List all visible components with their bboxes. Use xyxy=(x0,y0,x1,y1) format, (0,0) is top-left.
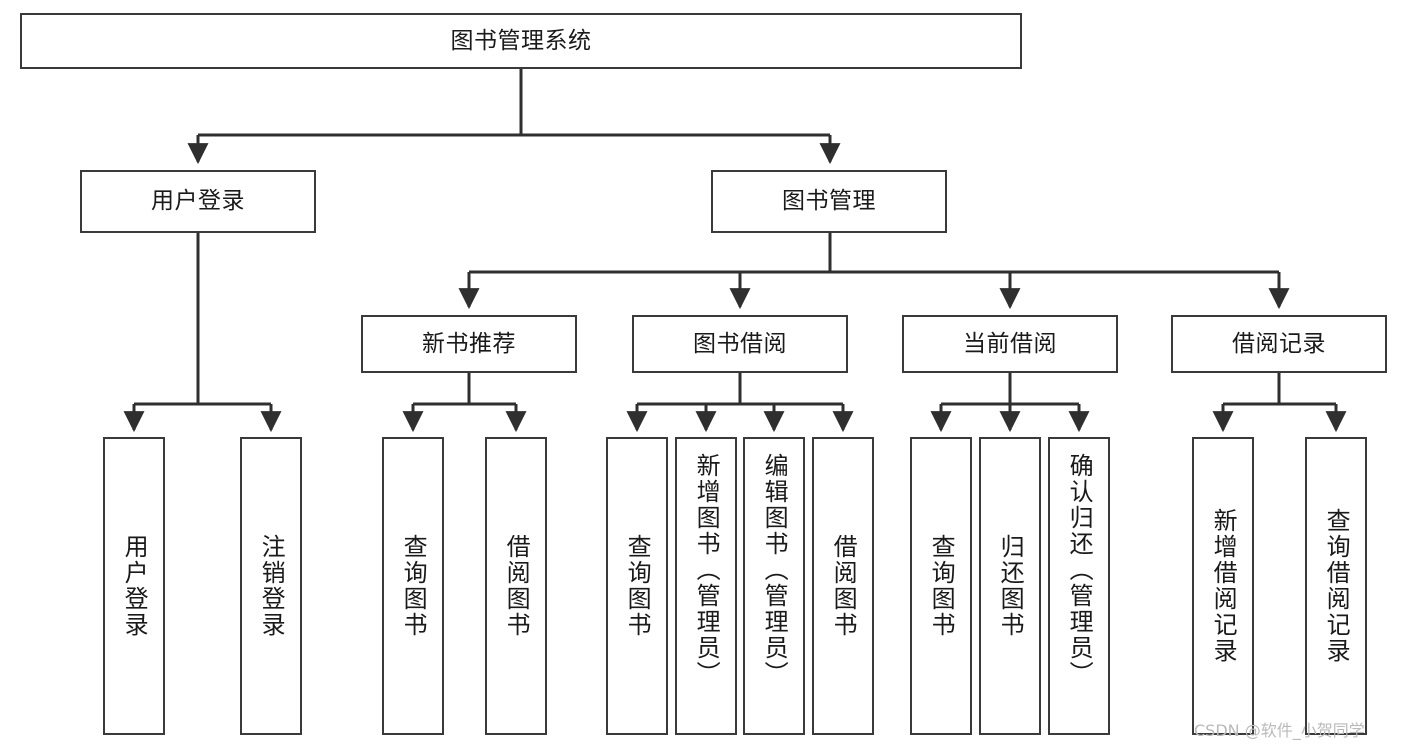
leaf-logout-login-label: 注销登录 xyxy=(257,534,286,638)
leaf-add-book[interactable]: 新增图书（管理员） xyxy=(675,437,737,735)
node-borrow-record-label: 借阅记录 xyxy=(1232,330,1326,357)
leaf-confirm-return[interactable]: 确认归还（管理员） xyxy=(1048,437,1110,735)
leaf-borrow-book-recommend[interactable]: 借阅图书 xyxy=(485,437,547,735)
leaf-query-book-recommend-label: 查询图书 xyxy=(399,534,428,638)
node-book-borrow-label: 图书借阅 xyxy=(693,330,787,357)
node-book-borrow[interactable]: 图书借阅 xyxy=(632,315,848,373)
leaf-logout-login[interactable]: 注销登录 xyxy=(240,437,302,735)
leaf-edit-book-label: 编辑图书（管理员） xyxy=(760,453,789,687)
leaf-query-book-borrow[interactable]: 查询图书 xyxy=(606,437,668,735)
node-root-system[interactable]: 图书管理系统 xyxy=(20,13,1022,69)
node-book-manage[interactable]: 图书管理 xyxy=(711,170,947,233)
leaf-borrow-book-recommend-label: 借阅图书 xyxy=(502,534,531,638)
csdn-watermark: CSDN @软件_小贺同学 xyxy=(1194,721,1365,740)
leaf-borrow-book-borrow-label: 借阅图书 xyxy=(829,534,858,638)
node-user-login[interactable]: 用户登录 xyxy=(80,170,316,233)
leaf-add-borrow-record-label: 新增借阅记录 xyxy=(1209,508,1238,664)
node-borrow-record[interactable]: 借阅记录 xyxy=(1171,315,1387,373)
leaf-add-book-label: 新增图书（管理员） xyxy=(692,453,721,687)
leaf-user-login[interactable]: 用户登录 xyxy=(103,437,165,735)
leaf-query-book-borrow-label: 查询图书 xyxy=(623,534,652,638)
node-user-login-label: 用户登录 xyxy=(151,188,245,215)
leaf-user-login-label: 用户登录 xyxy=(120,534,149,638)
leaf-query-borrow-record[interactable]: 查询借阅记录 xyxy=(1305,437,1367,735)
node-new-book-rec[interactable]: 新书推荐 xyxy=(361,315,577,373)
node-current-borrow-label: 当前借阅 xyxy=(963,330,1057,357)
node-root-system-label: 图书管理系统 xyxy=(450,27,592,54)
node-new-book-rec-label: 新书推荐 xyxy=(422,330,516,357)
leaf-return-book-label: 归还图书 xyxy=(996,534,1025,638)
leaf-return-book[interactable]: 归还图书 xyxy=(979,437,1041,735)
leaf-query-book-current-label: 查询图书 xyxy=(927,534,956,638)
leaf-query-borrow-record-label: 查询借阅记录 xyxy=(1322,508,1351,664)
leaf-borrow-book-borrow[interactable]: 借阅图书 xyxy=(812,437,874,735)
leaf-query-book-recommend[interactable]: 查询图书 xyxy=(382,437,444,735)
node-current-borrow[interactable]: 当前借阅 xyxy=(902,315,1118,373)
node-book-manage-label: 图书管理 xyxy=(782,188,876,215)
leaf-confirm-return-label: 确认归还（管理员） xyxy=(1065,453,1094,687)
leaf-edit-book[interactable]: 编辑图书（管理员） xyxy=(743,437,805,735)
leaf-query-book-current[interactable]: 查询图书 xyxy=(910,437,972,735)
leaf-add-borrow-record[interactable]: 新增借阅记录 xyxy=(1192,437,1254,735)
